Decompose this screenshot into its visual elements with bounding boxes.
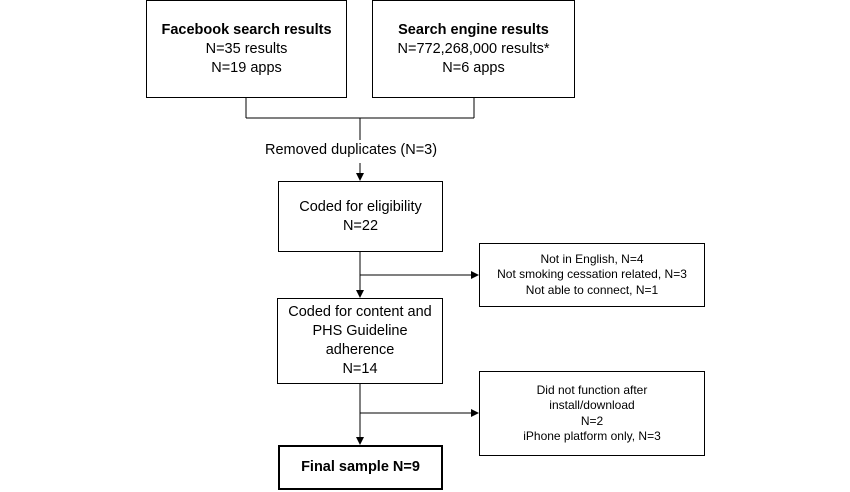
excluded-not-able-to-connect: Not able to connect, N=1	[525, 282, 659, 297]
eligibility-box: Coded for eligibility N=22	[278, 181, 443, 252]
content-coding-count: N=14	[342, 361, 378, 377]
facebook-results-count: N=35 results	[205, 40, 288, 57]
eligibility-label: Coded for eligibility	[299, 198, 422, 215]
removed-duplicates-label: Removed duplicates (N=3)	[265, 142, 438, 158]
excluded-not-english: Not in English, N=4	[540, 251, 644, 266]
excluded-function-count: N=2	[580, 413, 604, 428]
search-engine-results-box: Search engine results N=772,268,000 resu…	[372, 0, 575, 98]
excluded-install-download: install/download	[549, 398, 635, 412]
excluded-did-not-function: Did not function after	[536, 382, 648, 397]
content-coding-line-2: PHS Guideline	[312, 323, 408, 339]
search-engine-apps-count: N=6 apps	[442, 59, 505, 76]
excluded-not-smoking-related: Not smoking cessation related, N=3	[497, 267, 687, 282]
excluded-iphone-only: iPhone platform only, N=3	[523, 429, 661, 443]
facebook-results-title: Facebook search results	[161, 21, 332, 38]
excluded-function-box: Did not function after install/download …	[479, 371, 705, 456]
eligibility-count: N=22	[342, 217, 379, 234]
search-engine-results-count: N=772,268,000 results*	[397, 40, 550, 57]
content-coding-box: Coded for content and PHS Guideline adhe…	[277, 298, 443, 384]
facebook-apps-count: N=19 apps	[211, 59, 282, 76]
content-coding-line-1: Coded for content and	[288, 304, 432, 320]
final-sample-box: Final sample N=9	[278, 445, 443, 490]
content-coding-line-3: adherence	[325, 342, 395, 358]
facebook-results-box: Facebook search results N=35 results N=1…	[146, 0, 347, 98]
excluded-eligibility-box: Not in English, N=4 Not smoking cessatio…	[479, 243, 705, 307]
search-engine-results-title: Search engine results	[398, 21, 549, 38]
final-sample-label: Final sample N=9	[301, 459, 420, 475]
